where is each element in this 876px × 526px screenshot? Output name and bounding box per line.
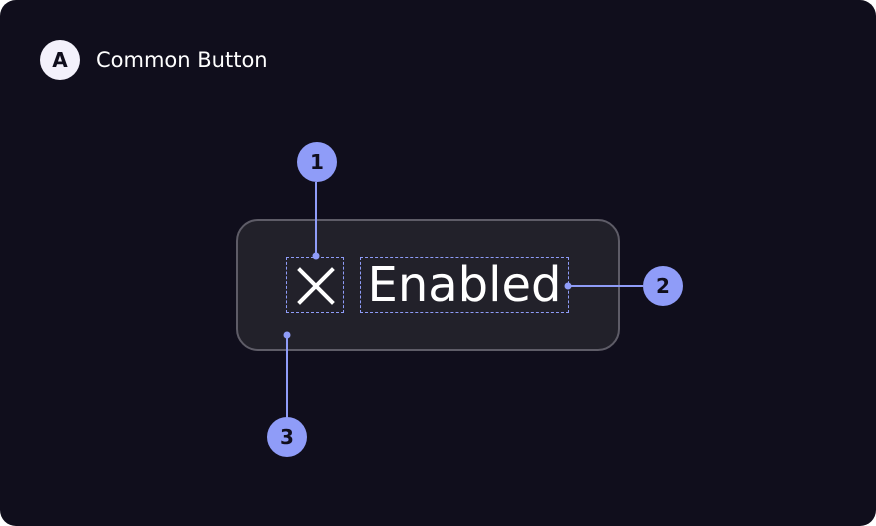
close-icon (297, 267, 335, 305)
marker-1: 1 (297, 142, 337, 182)
marker-3: 3 (267, 417, 307, 457)
section-badge: A (40, 40, 80, 80)
common-button-container[interactable] (236, 219, 620, 351)
icon-outline-box (286, 257, 344, 313)
button-label: Enabled (367, 257, 562, 313)
section-title: Common Button (96, 48, 268, 72)
label-outline-box: Enabled (360, 257, 569, 313)
marker-2: 2 (643, 266, 683, 306)
